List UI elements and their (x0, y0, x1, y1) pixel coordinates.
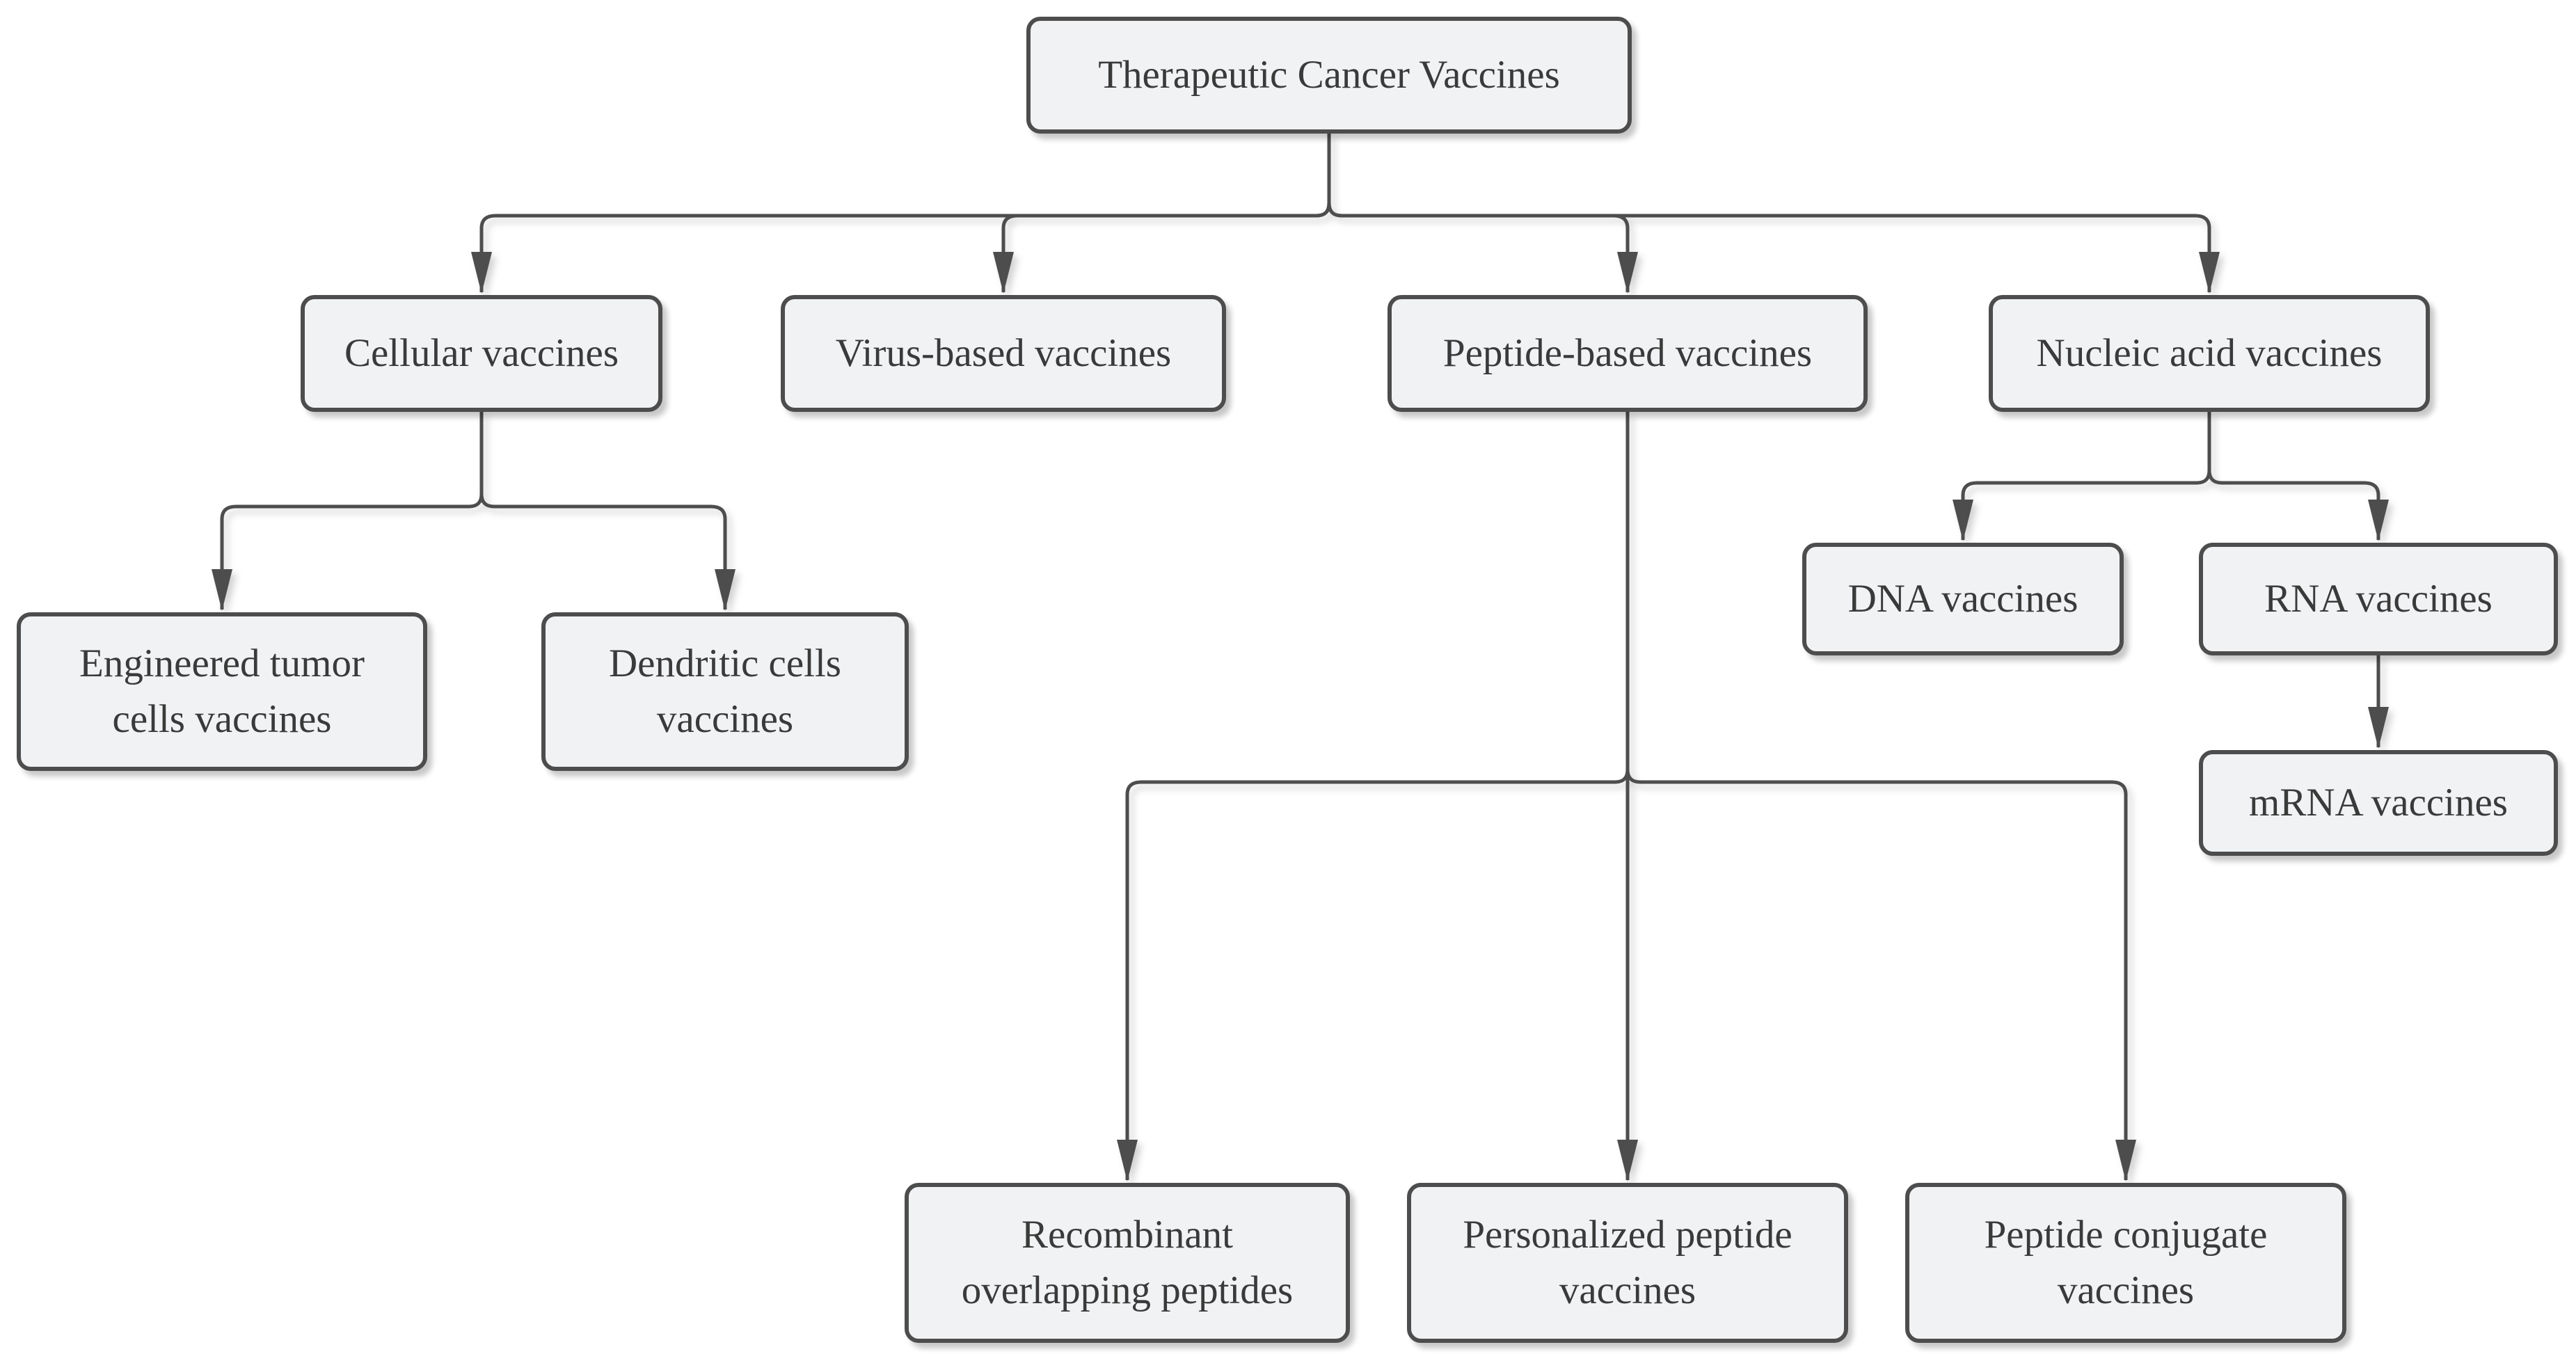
node-label: Personalized peptide vaccines (1463, 1213, 1792, 1312)
node-rna-vaccines: RNA vaccines (2199, 543, 2558, 655)
node-therapeutic-cancer-vaccines: Therapeutic Cancer Vaccines (1026, 17, 1632, 134)
node-label: Peptide conjugate vaccines (1984, 1213, 2268, 1312)
node-virus-based-vaccines: Virus-based vaccines (781, 295, 1226, 412)
node-label: Recombinant overlapping peptides (961, 1213, 1294, 1312)
node-label: Engineered tumor cells vaccines (79, 642, 365, 741)
node-mrna-vaccines: mRNA vaccines (2199, 750, 2558, 856)
edge-root-nucleic (1327, 134, 2220, 294)
node-nucleic-acid-vaccines: Nucleic acid vaccines (1989, 295, 2430, 412)
edge-peptide-recombinant (1117, 412, 1630, 1181)
node-peptide-based-vaccines: Peptide-based vaccines (1388, 295, 1868, 412)
node-label: Peptide-based vaccines (1442, 331, 1813, 376)
node-recombinant-overlapping-peptides: Recombinant overlapping peptides (905, 1183, 1350, 1343)
edge-root-virus (993, 134, 1331, 294)
edge-root-cellular (471, 134, 1331, 294)
edge-cellular-engineered (212, 412, 484, 611)
node-label: mRNA vaccines (2248, 781, 2508, 825)
edge-cellular-dendritic (479, 412, 736, 611)
node-dna-vaccines: DNA vaccines (1802, 543, 2124, 655)
node-engineered-tumor-cells-vaccines: Engineered tumor cells vaccines (17, 612, 427, 771)
node-label: Nucleic acid vaccines (2036, 331, 2383, 376)
node-label: RNA vaccines (2264, 577, 2492, 621)
edge-nucleic-rna (2207, 412, 2389, 541)
edge-peptide-conjugate (1625, 412, 2136, 1181)
node-label: DNA vaccines (1847, 577, 2078, 621)
node-label: Dendritic cells vaccines (609, 642, 841, 741)
node-peptide-conjugate-vaccines: Peptide conjugate vaccines (1905, 1183, 2346, 1343)
edge-nucleic-dna (1953, 412, 2211, 541)
edge-root-peptide (1327, 134, 1638, 294)
node-cellular-vaccines: Cellular vaccines (301, 295, 662, 412)
node-personalized-peptide-vaccines: Personalized peptide vaccines (1407, 1183, 1848, 1343)
node-label: Cellular vaccines (344, 331, 619, 376)
node-label: Virus-based vaccines (835, 331, 1172, 376)
node-dendritic-cells-vaccines: Dendritic cells vaccines (541, 612, 909, 771)
node-label: Therapeutic Cancer Vaccines (1098, 53, 1560, 97)
